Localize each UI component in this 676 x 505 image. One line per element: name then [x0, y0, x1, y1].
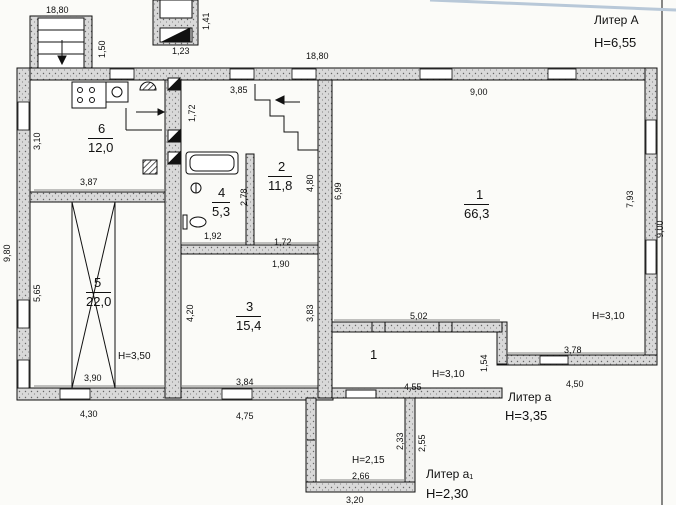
dim-r4-h: 2,78 [239, 188, 249, 206]
room-1-number: 1 [476, 187, 484, 202]
flue-boxes [166, 76, 181, 165]
room-4-number: 4 [218, 185, 226, 200]
dimension-lines [34, 189, 644, 481]
liter-a1-height: Н=2,30 [426, 486, 469, 501]
liter-small-a-name: Литер а [508, 390, 552, 404]
room-4-area: 5,3 [212, 202, 231, 219]
dim-vest-bottom: 2,66 [352, 471, 370, 481]
dim-r3-left: 4,20 [185, 304, 195, 322]
outer-walls [16, 67, 658, 401]
room-5-area: 22,0 [86, 292, 112, 309]
dim-stair-w: 3,85 [230, 85, 248, 95]
dim-r2-bottom: 1,72 [274, 237, 292, 247]
dim-corr-top: 5,02 [410, 311, 428, 321]
dim-outer-right: 9,00 [655, 220, 665, 238]
dim-stair-depth: 1,72 [187, 104, 197, 122]
dim-r6-bottom: 3,87 [80, 177, 98, 187]
dim-chimney-h: 1,41 [201, 12, 211, 30]
porch-steps [29, 15, 93, 69]
vestibule-door [307, 389, 377, 441]
dim-r4-w: 1,92 [204, 231, 222, 241]
vestibule-height: Н=2,15 [352, 455, 385, 466]
room-6-number: 6 [98, 121, 106, 136]
dim-r3-top: 1,90 [272, 259, 290, 269]
dim-r3-bottom: 3,84 [236, 377, 254, 387]
room-6-area: 12,0 [88, 138, 114, 155]
page-top-shadow [429, 0, 676, 12]
liter-a-name: Литер А [594, 13, 639, 27]
room-5-height: Н=3,50 [118, 351, 151, 362]
dim-vest-left: 2,33 [395, 432, 405, 450]
dim-porch-side: 1,50 [97, 40, 107, 58]
dim-r5-bottom: 3,90 [84, 373, 102, 383]
dim-r1-bottom: 3,78 [564, 345, 582, 355]
chimney [152, 0, 199, 46]
liter-small-a-height: Н=3,35 [505, 408, 548, 423]
room5-cross [71, 201, 116, 389]
dim-r2-h: 4,80 [305, 174, 315, 192]
dim-vest-right: 2,55 [417, 434, 427, 452]
bath-fixtures [182, 151, 239, 230]
dim-r5-left: 5,65 [32, 284, 42, 302]
room-5-number: 5 [94, 275, 102, 290]
dim-vest-outer: 3,20 [346, 495, 364, 505]
dim-corr-right: 1,54 [479, 354, 489, 372]
dim-outer-bottom-left: 4,30 [80, 409, 98, 419]
dim-chimney-w: 1,23 [172, 46, 190, 56]
liter-a1-name: Литер а₁ [426, 467, 474, 481]
dim-outer-left: 9,80 [2, 244, 12, 262]
staircase [254, 84, 318, 151]
dim-r3-right: 3,83 [305, 304, 315, 322]
dim-r1-top: 9,00 [470, 87, 488, 97]
dim-r1-right: 7,93 [625, 190, 635, 208]
windows [17, 68, 657, 400]
dim-corr-bottom: 4,55 [404, 382, 422, 392]
dim-outer-bottom-right: 4,50 [566, 379, 584, 389]
vestibule [305, 397, 416, 493]
room-2-area: 11,8 [268, 176, 293, 193]
corridor-door [371, 322, 453, 332]
room-1-area: 66,3 [464, 204, 490, 221]
liter-a-height: Н=6,55 [594, 35, 637, 50]
room-1-height: Н=3,10 [592, 311, 625, 322]
dim-r2-wall: 6,99 [333, 182, 343, 200]
room-2-number: 2 [278, 159, 286, 174]
corridor-height: Н=3,10 [432, 369, 465, 380]
kitchen-fixtures [71, 81, 166, 175]
room-3-number: 3 [246, 299, 254, 314]
dim-top-left: 18,80 [46, 5, 69, 15]
dim-top-main: 18,80 [306, 51, 329, 61]
corridor-number: 1 [370, 347, 378, 362]
dim-outer-bottom-mid: 4,75 [236, 411, 254, 421]
dim-r6-left: 3,10 [32, 132, 42, 150]
room-3-area: 15,4 [236, 316, 262, 333]
